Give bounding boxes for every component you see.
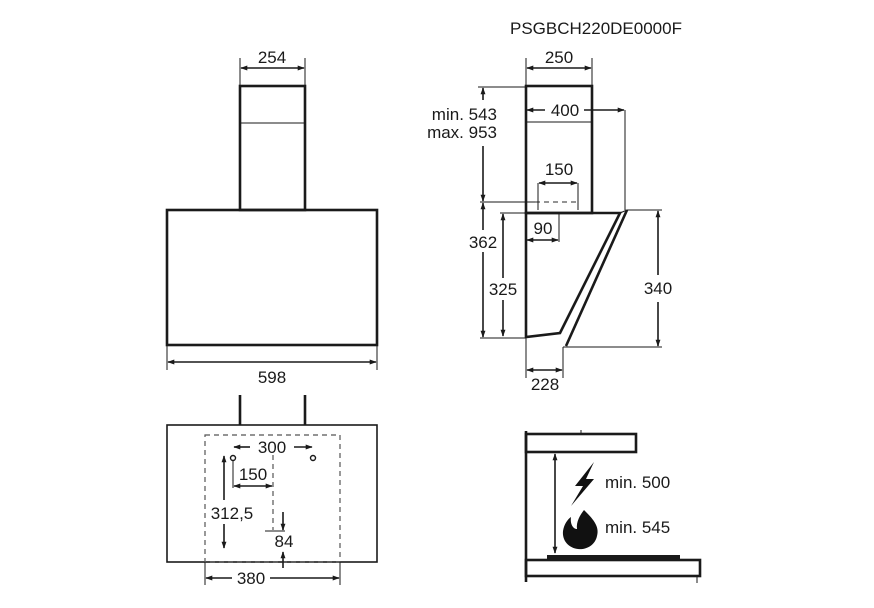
chimney-depth-label: 250 — [545, 48, 573, 67]
hood-height-body-label: 325 — [489, 280, 517, 299]
mounting-view: 300 150 312,5 84 380 — [166, 395, 378, 588]
worktop — [524, 558, 702, 578]
outlet-diameter-label: 150 — [545, 160, 573, 179]
bracket-width-label: 380 — [237, 569, 265, 588]
chimney-max-label: max. 953 — [427, 123, 497, 142]
wall-cabinet — [524, 432, 638, 454]
hood-width-label: 598 — [258, 368, 286, 387]
hole-spacing-label: 300 — [258, 438, 286, 457]
electric-clearance-label: min. 500 — [605, 473, 670, 492]
chimney-width-label: 254 — [258, 48, 286, 67]
front-view: 254 598 — [165, 48, 379, 387]
hob — [547, 555, 680, 559]
model-number: PSGBCH220DE0000F — [510, 19, 682, 38]
bottom-depth-label: 228 — [531, 375, 559, 394]
chimney-min-label: min. 543 — [432, 105, 497, 124]
bracket-outline — [204, 434, 341, 563]
bottom-offset-label: 84 — [275, 532, 294, 551]
hood-body — [165, 208, 379, 347]
glass-height-label: 340 — [644, 279, 672, 298]
hood-height-total-label: 362 — [469, 233, 497, 252]
total-depth-label: 400 — [551, 101, 579, 120]
chimney — [238, 84, 307, 212]
mounting-hole-icon — [309, 454, 317, 462]
flame-icon — [562, 510, 598, 550]
hole-offset-label: 150 — [239, 465, 267, 484]
gas-clearance-label: min. 545 — [605, 518, 670, 537]
hood-side-body — [524, 211, 623, 339]
lightning-icon — [571, 462, 594, 506]
mounting-hole-icon — [229, 454, 237, 462]
hole-height-label: 312,5 — [211, 504, 254, 523]
side-view: 250 400 min. 543 max. 953 150 90 362 325… — [427, 48, 672, 394]
clearance-view: min. 500 min. 545 — [524, 430, 702, 583]
glass-panel — [564, 209, 629, 347]
outlet-offset-label: 90 — [534, 219, 553, 238]
